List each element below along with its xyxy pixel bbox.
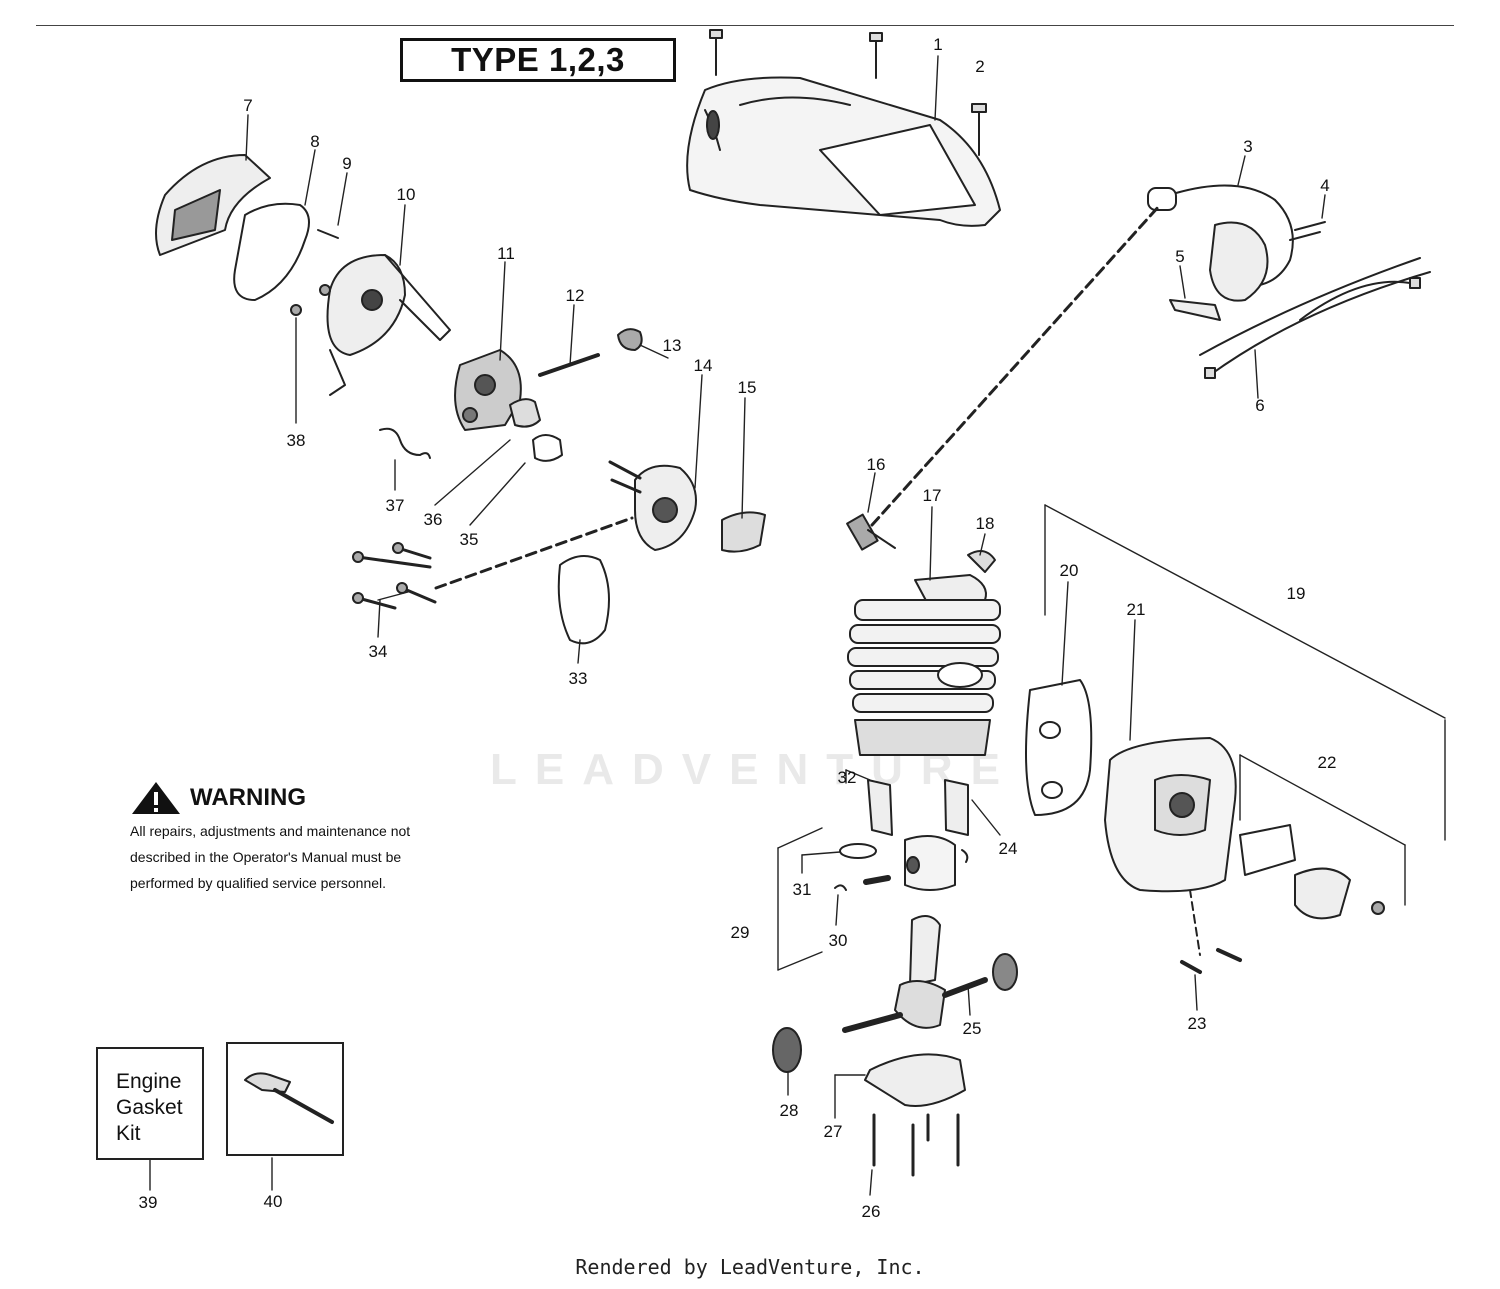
tool-box xyxy=(226,1042,344,1156)
callout-5: 5 xyxy=(1175,247,1185,266)
callout-4: 4 xyxy=(1320,176,1330,195)
callout-12: 12 xyxy=(565,286,585,305)
kit-line-2: Gasket xyxy=(116,1096,183,1119)
part-tool xyxy=(244,1072,334,1124)
warning-line-2: described in the Operator's Manual must … xyxy=(130,849,402,865)
callout-17: 17 xyxy=(922,486,942,505)
callout-30: 30 xyxy=(828,931,848,950)
part-crankshaft xyxy=(842,915,988,1033)
warning-body: All repairs, adjustments and maintenance… xyxy=(130,818,470,896)
warning-line-1: All repairs, adjustments and maintenance… xyxy=(130,823,411,839)
render-credit: Rendered by LeadVenture, Inc. xyxy=(575,1255,925,1279)
callout-16: 16 xyxy=(866,455,886,474)
callout-18: 18 xyxy=(975,514,995,533)
type-label-box: TYPE 1,2,3 xyxy=(400,38,676,82)
callout-39: 39 xyxy=(138,1193,158,1212)
warning-title: WARNING xyxy=(190,784,306,811)
callout-1: 1 xyxy=(933,35,943,54)
callout-7: 7 xyxy=(243,96,253,115)
callout-13: 13 xyxy=(662,336,682,355)
callout-27: 27 xyxy=(823,1122,843,1141)
part-filter-cover xyxy=(155,154,271,256)
callout-22: 22 xyxy=(1317,753,1337,772)
callout-9: 9 xyxy=(342,154,352,173)
callout-25: 25 xyxy=(962,1019,982,1038)
callout-3: 3 xyxy=(1243,137,1253,156)
part-air-filter xyxy=(233,202,310,301)
callout-29: 29 xyxy=(730,923,750,942)
part-bolts xyxy=(352,542,437,610)
callout-8: 8 xyxy=(310,132,320,151)
warning-line-3: performed by qualified service personnel… xyxy=(130,875,387,891)
warning-notice: WARNING All repairs, adjustments and mai… xyxy=(130,780,470,896)
gasket-kit-box: Engine Gasket Kit xyxy=(96,1047,204,1160)
callout-10: 10 xyxy=(396,185,416,204)
callout-26: 26 xyxy=(861,1202,881,1221)
callout-24: 24 xyxy=(998,839,1018,858)
callout-33: 33 xyxy=(568,669,588,688)
callout-6: 6 xyxy=(1255,396,1265,415)
part-wire-harness xyxy=(1199,257,1431,379)
callout-37: 37 xyxy=(385,496,405,515)
part-carburetor xyxy=(454,349,522,431)
callout-35: 35 xyxy=(459,530,479,549)
callout-31: 31 xyxy=(792,880,812,899)
callout-34: 34 xyxy=(368,642,388,661)
part-muffler xyxy=(1104,737,1237,893)
part-top-cover xyxy=(686,76,1001,227)
callout-2: 2 xyxy=(975,57,985,76)
part-cylinder xyxy=(847,574,1001,756)
warning-header: WARNING xyxy=(130,780,470,816)
kit-line-1: Engine xyxy=(116,1070,182,1093)
warning-triangle-icon xyxy=(132,782,180,814)
callout-15: 15 xyxy=(737,378,757,397)
callout-19: 19 xyxy=(1286,584,1306,603)
part-piston xyxy=(904,835,956,891)
part-ignition-lead xyxy=(1147,184,1294,286)
callout-20: 20 xyxy=(1059,561,1079,580)
part-screws-top xyxy=(709,29,987,156)
kit-line-3: Kit xyxy=(116,1122,141,1145)
callout-21: 21 xyxy=(1126,600,1146,619)
callout-40: 40 xyxy=(263,1192,283,1211)
callout-32: 32 xyxy=(837,768,857,787)
callout-36: 36 xyxy=(423,510,443,529)
callout-28: 28 xyxy=(779,1101,799,1120)
part-ignition-module xyxy=(1169,221,1326,321)
callout-23: 23 xyxy=(1187,1014,1207,1033)
part-intake-adapter xyxy=(608,460,697,551)
callout-14: 14 xyxy=(693,356,713,375)
callout-11: 11 xyxy=(497,244,515,263)
part-filter-housing xyxy=(326,254,451,396)
top-rule xyxy=(36,25,1454,26)
part-spark-plug xyxy=(846,513,896,551)
callout-38: 38 xyxy=(286,431,306,450)
